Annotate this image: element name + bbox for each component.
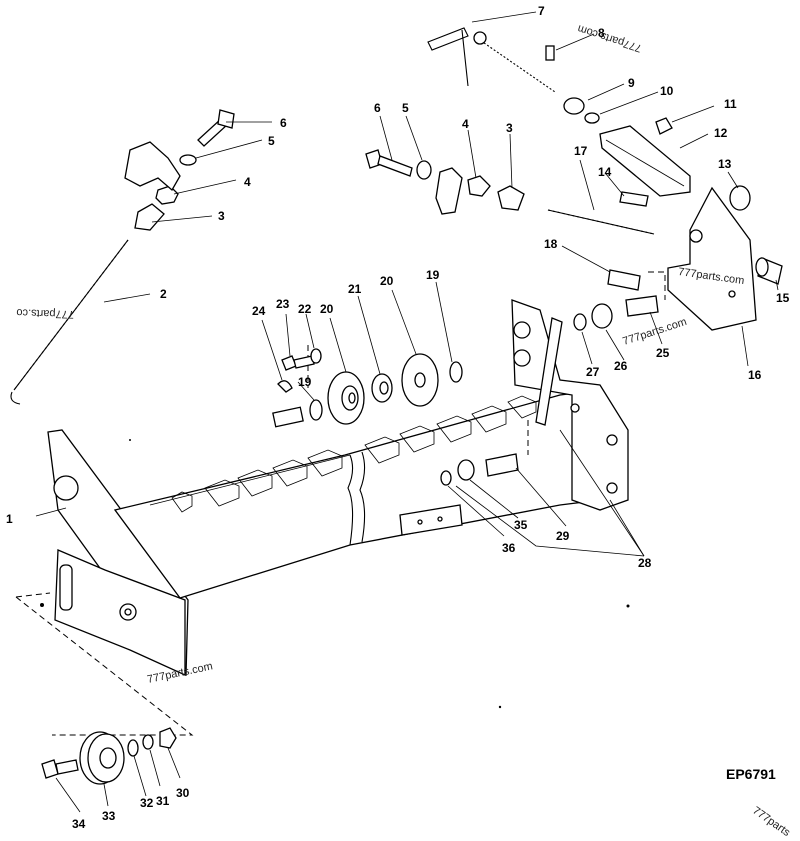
callout-20-left: 20 (320, 302, 334, 316)
watermark-left-inverted: 777parts.co (16, 306, 74, 320)
callout-19-left: 19 (298, 375, 312, 389)
callout-22: 22 (298, 302, 312, 316)
callout-5-center: 5 (402, 101, 409, 115)
callout-7: 7 (538, 4, 545, 18)
callout-6: 6 (280, 116, 287, 130)
callout-16: 16 (748, 368, 762, 382)
callout-15: 15 (776, 291, 790, 305)
callout-30: 30 (176, 786, 190, 800)
callout-26: 26 (614, 359, 628, 373)
spring-2 (10, 239, 129, 405)
spring-17 (547, 209, 655, 235)
callout-33: 33 (102, 809, 116, 823)
callout-2: 2 (160, 287, 167, 301)
callout-20-right: 20 (380, 274, 394, 288)
callout-21: 21 (348, 282, 362, 296)
callout-35: 35 (514, 518, 528, 532)
callout-24: 24 (252, 304, 266, 318)
callout-13: 13 (718, 157, 732, 171)
callout-6-center: 6 (374, 101, 381, 115)
callout-3-center: 3 (506, 121, 513, 135)
diagram-code: EP6791 (726, 766, 776, 782)
callout-4: 4 (244, 175, 251, 189)
callout-29: 29 (556, 529, 570, 543)
callout-28: 28 (638, 556, 652, 570)
watermark-top-right: 777parts.com (576, 22, 643, 54)
callout-25: 25 (656, 346, 670, 360)
callout-9: 9 (628, 76, 635, 90)
callout-5: 5 (268, 134, 275, 148)
callout-4-center: 4 (462, 117, 469, 131)
callout-12: 12 (714, 126, 728, 140)
callout-11: 11 (724, 97, 737, 111)
callout-27: 27 (586, 365, 600, 379)
callout-32: 32 (140, 796, 154, 810)
watermark-right: 777parts.com (621, 316, 688, 348)
callout-23: 23 (276, 297, 290, 311)
callout-36: 36 (502, 541, 516, 555)
callout-10: 10 (660, 84, 674, 98)
callout-14: 14 (598, 165, 612, 179)
main-frame (47, 299, 629, 677)
callout-34: 34 (72, 817, 86, 831)
callout-numbers: 1 2 3 4 5 6 3 4 5 6 7 8 9 10 11 12 13 14… (6, 4, 790, 831)
callout-8: 8 (598, 26, 605, 40)
callout-19-right: 19 (426, 268, 440, 282)
callout-17: 17 (574, 144, 588, 158)
callout-18: 18 (544, 237, 558, 251)
callout-3: 3 (218, 209, 225, 223)
watermark-bottom-right: 777parts (750, 805, 792, 836)
callout-1: 1 (6, 512, 13, 526)
callout-31: 31 (156, 794, 170, 808)
